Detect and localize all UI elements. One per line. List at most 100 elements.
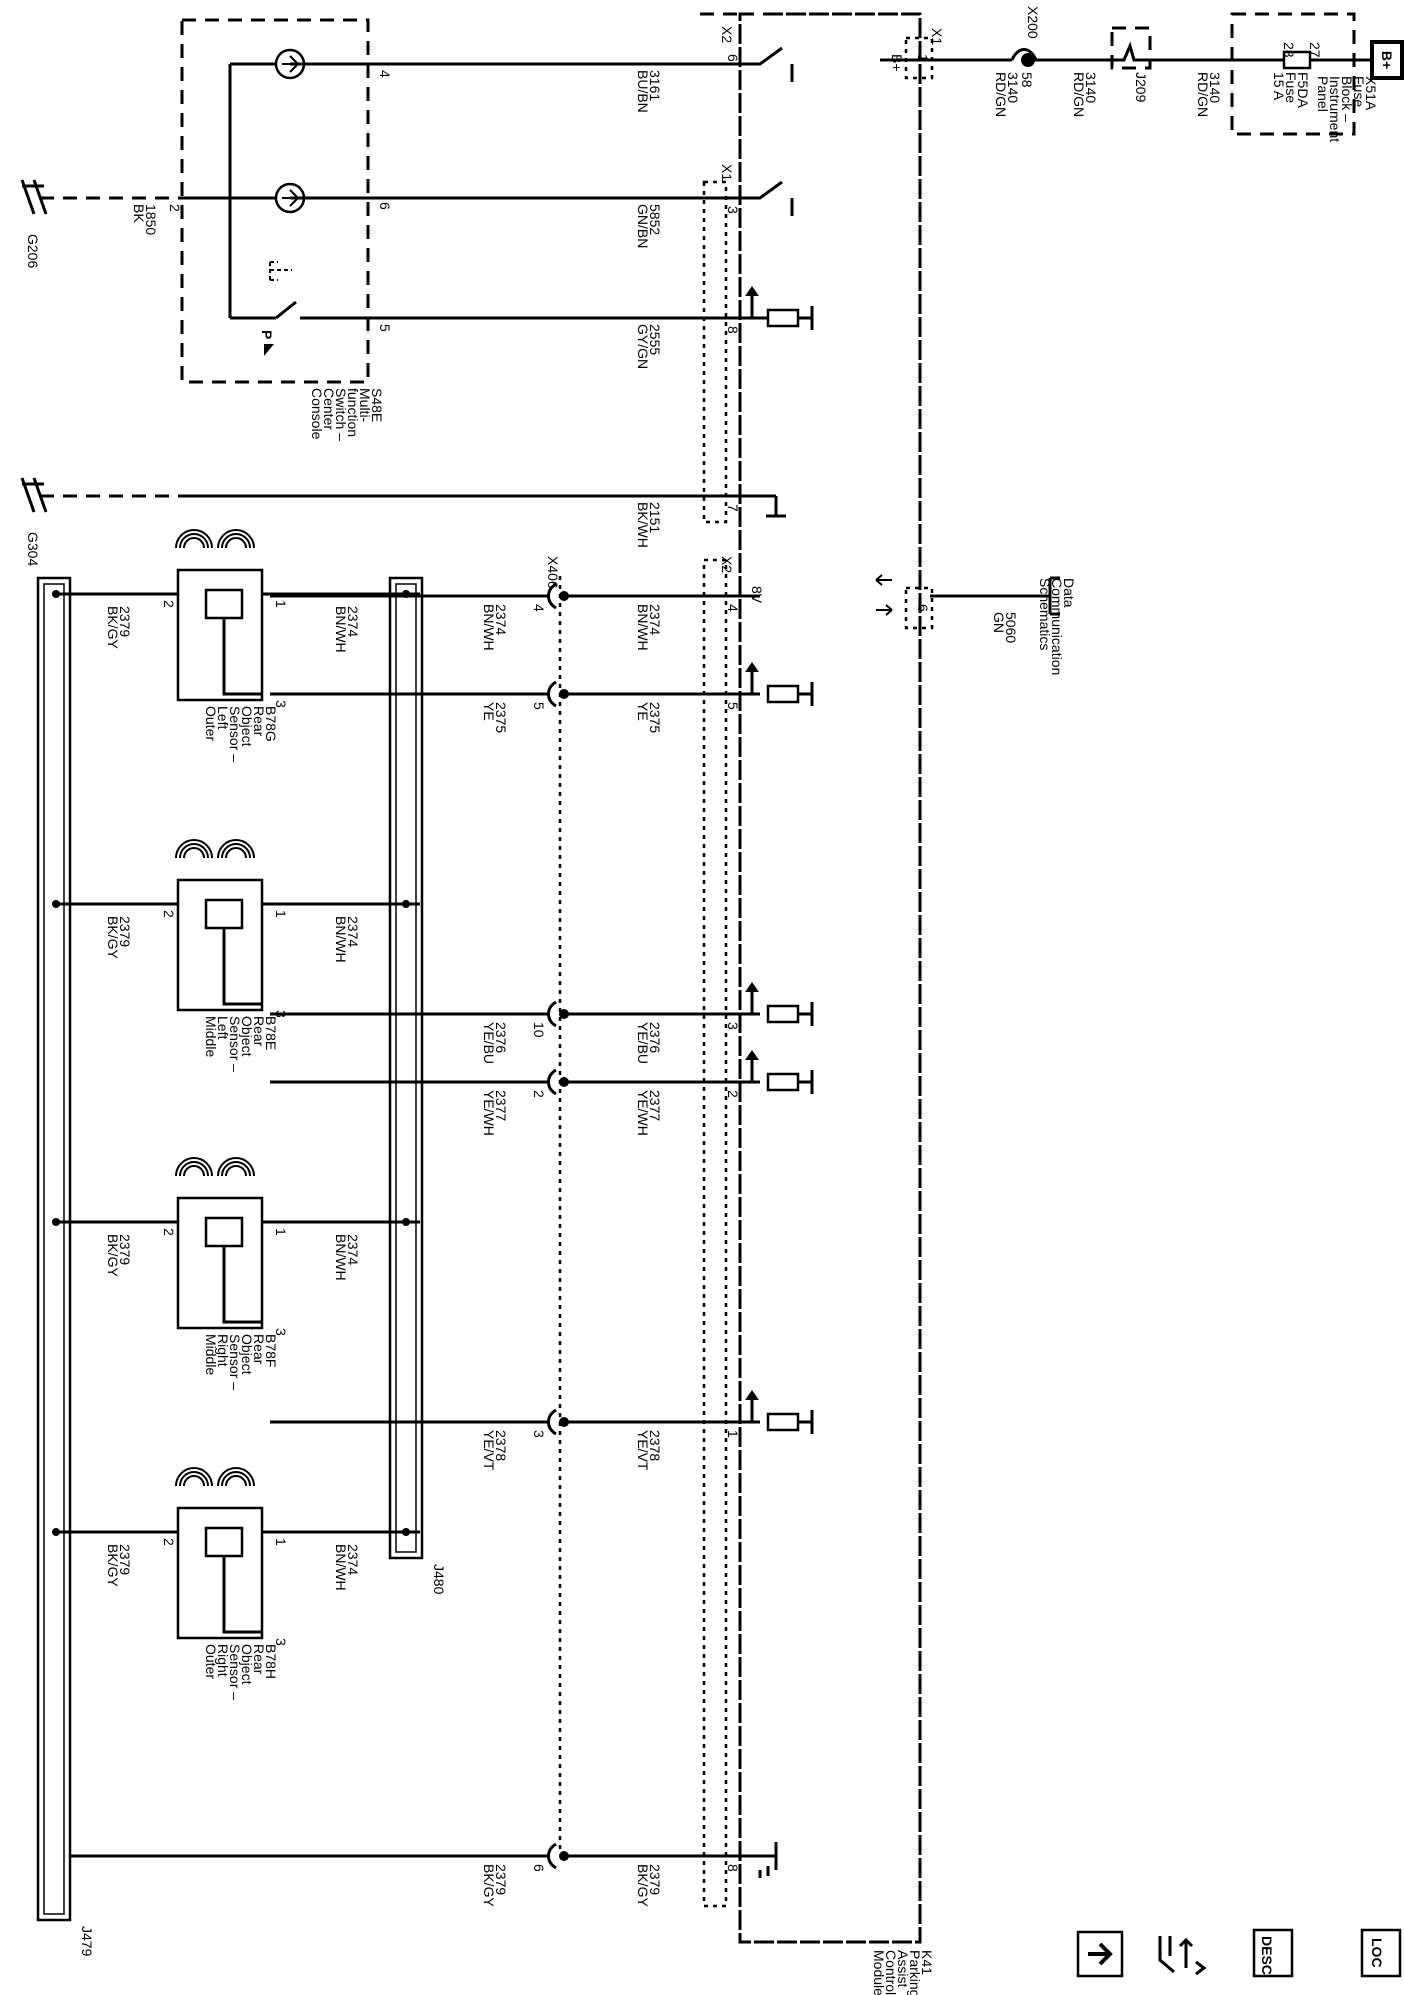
- svg-text:YE/WH: YE/WH: [635, 1090, 651, 1136]
- ultrasonic-waves-icon: [175, 1157, 255, 1177]
- svg-text:15 A: 15 A: [1271, 72, 1287, 101]
- svg-text:Switch –: Switch –: [333, 388, 349, 441]
- svg-text:Fuse: Fuse: [1283, 72, 1299, 103]
- module-pin: 8: [725, 1864, 741, 1872]
- switch-pin-5: 5: [377, 324, 393, 332]
- x406-pin: 3: [531, 1430, 547, 1438]
- svg-text:B78E: B78E: [263, 1016, 279, 1050]
- switch-name: S48E Multi- function Switch – Center Con…: [309, 388, 385, 441]
- module-pin: 5: [725, 702, 741, 710]
- svg-text:2374: 2374: [345, 916, 361, 947]
- connector-view-button[interactable]: [1158, 1936, 1207, 1976]
- svg-text:function: function: [345, 388, 361, 437]
- svg-text:B78H: B78H: [263, 1644, 279, 1679]
- svg-text:3: 3: [273, 1328, 289, 1336]
- location-button[interactable]: LOC: [1360, 1928, 1402, 1978]
- svg-text:YE/BU: YE/BU: [635, 1022, 651, 1064]
- svg-text:Left: Left: [215, 706, 231, 729]
- svg-text:Instrument: Instrument: [1327, 76, 1343, 142]
- svg-text:Object: Object: [239, 706, 255, 747]
- switch-pin-2: 2: [167, 204, 183, 212]
- svg-text:Panel: Panel: [1315, 76, 1331, 112]
- svg-text:BK/GY: BK/GY: [635, 1864, 651, 1907]
- svg-text:F5DA: F5DA: [1295, 72, 1311, 108]
- svg-text:Sensor –: Sensor –: [227, 1016, 243, 1072]
- ultrasonic-waves-icon: [175, 529, 255, 549]
- sensor-b78f: 1232374BN/WH2379BK/GYB78FRearObjectSenso…: [52, 1157, 420, 1390]
- x406-pin: 6: [531, 1864, 547, 1872]
- svg-text:3: 3: [273, 700, 289, 708]
- svg-text:Block –: Block –: [1339, 76, 1355, 122]
- svg-text:Rear: Rear: [251, 1334, 267, 1365]
- svg-text:B78F: B78F: [263, 1334, 279, 1367]
- svg-text:BK/GY: BK/GY: [105, 1234, 121, 1277]
- module-pin: 1: [725, 1430, 741, 1438]
- svg-text:Sensor –: Sensor –: [227, 706, 243, 762]
- svg-text:Console: Console: [309, 388, 325, 440]
- splice-j209: J209: [1104, 26, 1152, 103]
- fuse-block-name: X51A Fuse Block – Instrument Panel: [1315, 76, 1379, 142]
- svg-text:5852: 5852: [647, 204, 663, 235]
- svg-text:RD/GN: RD/GN: [993, 72, 1009, 117]
- svg-text:BK/GY: BK/GY: [481, 1864, 497, 1907]
- pin-x2-8: 8: [725, 326, 741, 334]
- svg-text:BK/GY: BK/GY: [105, 1544, 121, 1587]
- svg-text:Outer: Outer: [203, 1644, 219, 1679]
- down-arrow-button[interactable]: [1076, 1930, 1124, 1978]
- connector-x1-label-mid: X1: [719, 164, 735, 181]
- module-pin: 4: [725, 604, 741, 612]
- svg-text:2378: 2378: [493, 1430, 509, 1461]
- svg-text:BN/WH: BN/WH: [333, 1234, 349, 1281]
- svg-text:2378: 2378: [647, 1430, 663, 1461]
- svg-text:Rear: Rear: [251, 1016, 267, 1047]
- svg-text:Rear: Rear: [251, 1644, 267, 1675]
- fuse-block-x51a: B+ 27 28 F5DA Fuse 15 A X51A Fuse Block …: [1198, 12, 1404, 142]
- connector-x406: X406: [545, 556, 562, 1854]
- svg-text:2: 2: [161, 1228, 177, 1236]
- pin-x1-6: 6: [915, 604, 931, 612]
- description-icon: [1252, 1928, 1294, 1978]
- connector-x2-lower: [702, 558, 728, 1908]
- parking-assist-control-module: K41 Parking Assist Control Module X1 1 6…: [700, 12, 945, 1995]
- fuse-f5da-label: F5DA Fuse 15 A: [1271, 72, 1311, 108]
- x406-pin: 10: [531, 1022, 547, 1038]
- svg-text:2374: 2374: [647, 604, 663, 635]
- svg-text:2379: 2379: [117, 916, 133, 947]
- svg-text:K41: K41: [919, 1950, 935, 1975]
- connector-x200-label: X200: [1025, 6, 1041, 39]
- svg-text:1: 1: [273, 1228, 289, 1236]
- svg-text:BK/WH: BK/WH: [635, 502, 651, 548]
- svg-text:1: 1: [273, 600, 289, 608]
- svg-text:2377: 2377: [493, 1090, 509, 1121]
- svg-text:X51A: X51A: [1363, 76, 1379, 111]
- svg-text:Module: Module: [871, 1950, 887, 1995]
- svg-text:GN: GN: [991, 612, 1007, 633]
- module-name: K41 Parking Assist Control Module: [871, 1950, 935, 1995]
- svg-text:3: 3: [273, 1010, 289, 1018]
- svg-text:YE/VT: YE/VT: [635, 1430, 651, 1471]
- svg-text:2: 2: [161, 910, 177, 918]
- svg-text:BU/BN: BU/BN: [635, 70, 651, 113]
- svg-text:RD/GN: RD/GN: [1071, 72, 1087, 117]
- svg-text:3140: 3140: [1207, 72, 1223, 103]
- navigation-buttons: LOC DESC: [1076, 1928, 1402, 1978]
- description-button[interactable]: DESC: [1252, 1928, 1294, 1978]
- sensor-b78h: 1232374BN/WH2379BK/GYB78HRearObjectSenso…: [52, 1467, 420, 1700]
- svg-text:BK/GY: BK/GY: [105, 606, 121, 649]
- switch-pin-4: 4: [377, 70, 393, 78]
